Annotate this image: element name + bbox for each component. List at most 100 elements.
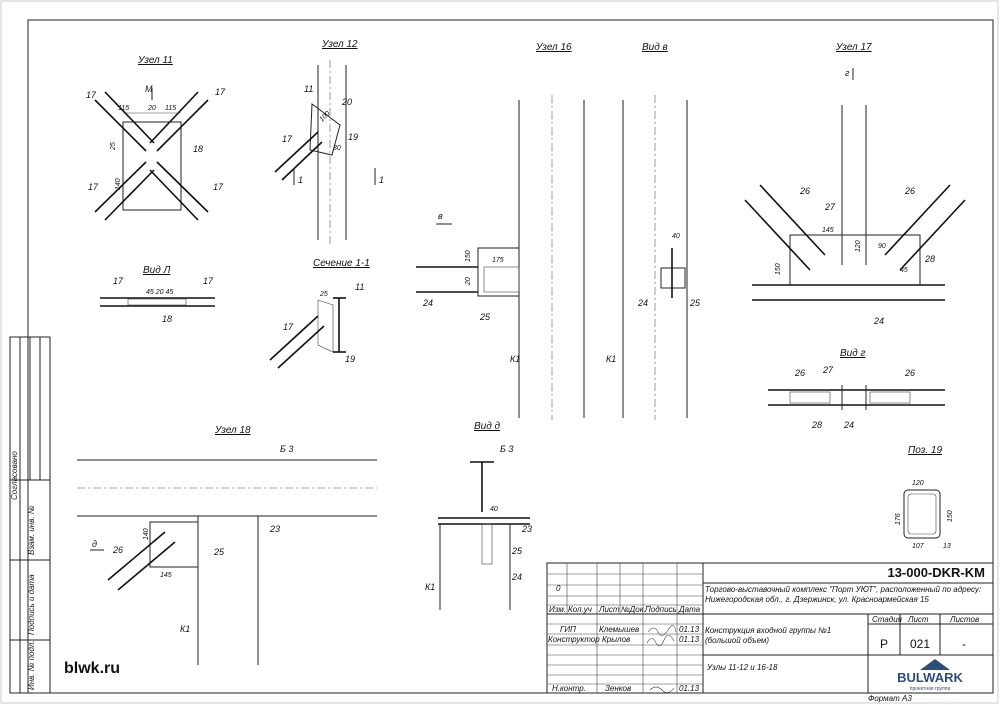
view-vid-l: Вид Л 45 20 45 17 17 18 <box>100 265 215 324</box>
callout-17f: 17 <box>113 276 124 286</box>
callout-24e: 24 <box>511 572 522 582</box>
callout-27b: 27 <box>822 365 834 375</box>
dim-25b: 25 <box>319 291 328 298</box>
callout-25b: 25 <box>689 298 701 308</box>
callout-26a: 26 <box>799 186 810 196</box>
mark-d: д <box>92 539 97 549</box>
name-konstr: Крылов <box>602 635 630 644</box>
mark-v: в <box>438 211 443 221</box>
callout-25: 25 <box>479 312 491 322</box>
role-konstr: Конструктор <box>548 635 600 644</box>
list-label: Лист <box>907 615 929 624</box>
callout-b3: Б 3 <box>280 444 293 454</box>
callout-23: 23 <box>269 524 280 534</box>
view-uzel-18: Узел 18 д 145 140 26 25 23 Б 3 К1 <box>77 425 377 665</box>
dim-120b: 120 <box>912 480 924 487</box>
vid-v-title: Вид в <box>642 42 668 53</box>
dim-145b: 145 <box>160 572 172 579</box>
section-title: Конструкция входной группы №1 (большой о… <box>705 626 832 645</box>
signature-gip <box>647 625 677 636</box>
callout-24d: 24 <box>843 420 854 430</box>
callout-17g: 17 <box>203 276 214 286</box>
callout-19b: 19 <box>345 354 355 364</box>
role-nkontr: Н.контр. <box>552 684 586 693</box>
view-vid-v: Вид в 40 24 25 К1 <box>606 42 701 420</box>
dim-20: 20 <box>147 105 156 112</box>
vid-g-title: Вид г <box>840 348 866 359</box>
soglasovano-label: Согласовано <box>10 451 19 500</box>
view-vid-d: Вид д 40 Б 3 23 25 24 К1 <box>425 421 532 610</box>
object-description: Торгово-выставочный комплекс "Порт УЮТ",… <box>705 585 982 604</box>
company-name: BULWARK <box>897 670 963 685</box>
side-stamp: Согласовано Взам. инв. № Подпись и дата … <box>9 336 51 694</box>
signature-nkontr <box>649 686 675 693</box>
listov-value: - <box>962 637 966 651</box>
vid-d-title: Вид д <box>474 421 501 432</box>
sheet-title: Узлы 11-12 и 16-18 <box>706 663 778 672</box>
col-izm: Изм. <box>549 605 566 614</box>
dim-175: 175 <box>492 257 504 264</box>
view-uzel-16: Узел 16 175 150 20 в 24 25 К1 <box>416 42 585 420</box>
callout-26c: 26 <box>794 368 805 378</box>
callout-18: 18 <box>193 144 203 154</box>
dim-45: 45 <box>900 267 908 274</box>
sechenie-title: Сечение 1-1 <box>313 258 370 269</box>
podpis-label: Подпись и дата <box>27 574 36 635</box>
dim-150b: 150 <box>775 263 782 275</box>
dim-25: 25 <box>110 142 117 151</box>
callout-27: 27 <box>824 202 836 212</box>
name-nkontr: Зенков <box>605 684 631 693</box>
date-gip: 01.13 <box>679 625 700 634</box>
callout-25c: 25 <box>213 547 225 557</box>
callout-17e: 17 <box>282 134 293 144</box>
dim-20b: 20 <box>465 277 472 286</box>
callout-25d: 25 <box>511 546 523 556</box>
callout-17c: 17 <box>88 182 99 192</box>
callout-k1: К1 <box>510 354 520 364</box>
sheet-frame <box>27 19 994 694</box>
callout-24: 24 <box>422 298 433 308</box>
callout-28: 28 <box>924 254 935 264</box>
callout-k1c: К1 <box>180 624 190 634</box>
callout-26b: 26 <box>904 186 915 196</box>
view-uzel-11: Узел 11 М 115 20 115 25 140 17 17 18 17 … <box>86 55 226 221</box>
list-value: 021 <box>910 637 930 651</box>
date-konstr: 01.13 <box>679 635 700 644</box>
col-ndok: №Док. <box>621 605 646 614</box>
callout-17b: 17 <box>215 87 226 97</box>
website-label: blwk.ru <box>64 660 121 677</box>
dim-45-20-45: 45 20 45 <box>146 289 173 296</box>
callout-11: 11 <box>304 84 313 94</box>
dim-150c: 150 <box>947 510 954 522</box>
mark-g: г <box>845 68 850 78</box>
dim-176: 176 <box>895 513 902 525</box>
title-block: 0 Изм. Кол.уч Лист №Док. Подпись Дата ГИ… <box>546 562 994 703</box>
callout-11b: 11 <box>355 282 364 292</box>
date-nkontr: 01.13 <box>679 684 700 693</box>
dim-40: 40 <box>672 233 680 240</box>
callout-24c: 24 <box>873 316 884 326</box>
dim-115b: 115 <box>165 105 176 112</box>
stadia-label: Стадия <box>872 615 903 624</box>
doc-code: 13-000-DKR-KM <box>887 565 985 580</box>
dim-13: 13 <box>943 543 951 550</box>
dim-140: 140 <box>115 178 122 190</box>
dim-145: 145 <box>822 227 834 234</box>
callout-24b: 24 <box>637 298 648 308</box>
view-poz-19: Поз. 19 120 107 176 150 13 <box>895 445 954 550</box>
name-gip: Клемышев <box>599 625 639 634</box>
dim-150: 150 <box>465 250 472 262</box>
rev-number: 0 <box>556 584 561 593</box>
dim-107: 107 <box>912 543 925 550</box>
col-data: Дата <box>678 605 701 614</box>
callout-20: 20 <box>341 97 352 107</box>
callout-23b: 23 <box>521 524 532 534</box>
dim-120: 120 <box>855 240 862 252</box>
bulwark-logo: BULWARK проектная группа <box>897 659 963 692</box>
vid-l-title: Вид Л <box>143 265 171 276</box>
section-mark-1b: 1 <box>379 175 384 185</box>
section-mark-1a: 1 <box>298 175 303 185</box>
role-gip: ГИП <box>560 625 576 634</box>
dim-30: 30 <box>333 145 341 152</box>
